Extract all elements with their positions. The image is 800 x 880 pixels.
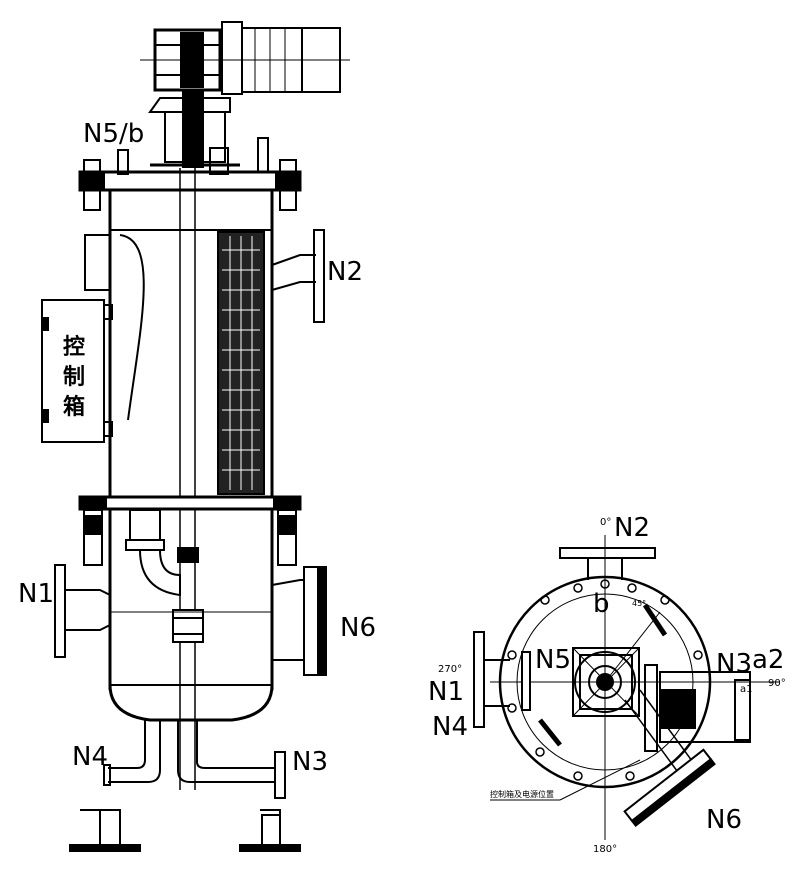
label-n3-top: N3 — [716, 649, 752, 679]
lower-shell — [108, 509, 274, 722]
label-n3-side: N3 — [292, 747, 328, 777]
n6-nozzle — [271, 566, 327, 676]
label-n4-side: N4 — [72, 742, 108, 772]
control-box-label-2: 制 — [63, 365, 85, 390]
label-deg270: 270° — [438, 664, 462, 675]
n1-nozzle — [54, 564, 111, 658]
label-n5b: N5/b — [83, 119, 144, 149]
label-n6-top: N6 — [706, 805, 742, 835]
label-b-top: b — [593, 589, 610, 619]
label-n5-top: N5 — [535, 645, 571, 675]
label-deg0: 0° — [600, 517, 611, 528]
label-n4-top: N4 — [432, 712, 468, 742]
top-flange — [78, 137, 302, 211]
motor-assembly — [140, 21, 350, 168]
control-box-label-3: 箱 — [63, 394, 85, 420]
upper-shell — [84, 168, 274, 790]
label-n6-side: N6 — [340, 613, 376, 643]
top-plan-view — [473, 535, 780, 840]
control-box-label-1: 控 — [63, 334, 85, 360]
label-n2-top: N2 — [614, 513, 650, 543]
control-box — [41, 299, 113, 443]
label-a1-top: a1 — [740, 684, 753, 695]
label-n1-side: N1 — [18, 579, 54, 609]
label-n1-top: N1 — [428, 677, 464, 707]
n2-nozzle — [271, 229, 325, 323]
middle-flange — [78, 495, 302, 566]
label-deg45: 45° — [632, 599, 646, 608]
side-elevation-view — [41, 21, 350, 852]
label-a2-top: a2 — [752, 645, 784, 675]
label-deg90: 90° — [768, 678, 786, 689]
label-leader-note: 控制箱及电源位置 — [490, 789, 554, 799]
bottom-piping — [103, 720, 286, 799]
label-n2-side: N2 — [327, 257, 363, 287]
label-deg180: 180° — [593, 844, 617, 855]
support-legs — [69, 809, 301, 852]
